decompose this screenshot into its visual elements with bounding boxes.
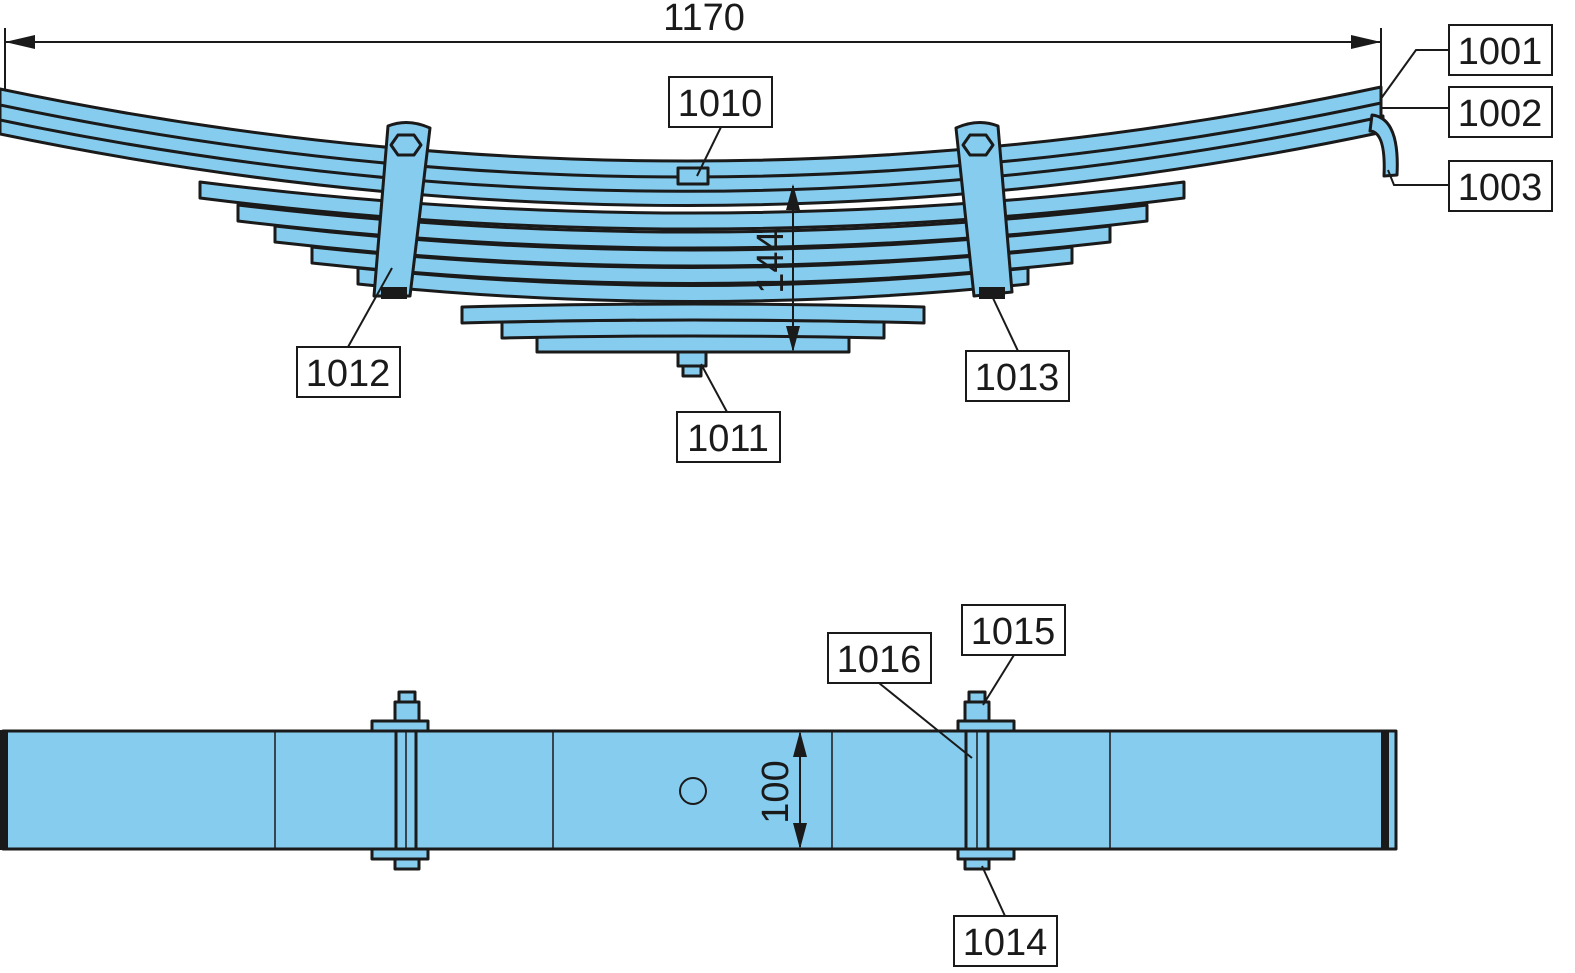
top-view-right-end <box>1381 730 1389 850</box>
label-1010: 1010 <box>668 76 773 128</box>
spring-leaves <box>0 85 1399 354</box>
label-1002: 1002 <box>1448 86 1553 138</box>
height-value: 144 <box>750 230 792 293</box>
centre-bolt-hole <box>679 777 707 805</box>
right-clip-top <box>956 690 1016 871</box>
width-value: 100 <box>755 760 797 823</box>
svg-text:1014: 1014 <box>963 922 1048 964</box>
svg-text:1012: 1012 <box>306 353 391 395</box>
svg-text:1015: 1015 <box>971 611 1056 653</box>
top-view: 100 <box>0 690 1398 871</box>
svg-text:1011: 1011 <box>687 418 769 460</box>
svg-text:1001: 1001 <box>1458 31 1543 73</box>
centre-bolt-head <box>676 166 710 186</box>
centre-bolt <box>676 166 710 378</box>
label-1003: 1003 <box>1448 160 1553 212</box>
right-clip-top-nut <box>963 700 991 723</box>
leaf-8 <box>356 266 1030 303</box>
leaf-4 <box>198 180 1186 231</box>
left-clip-top <box>370 690 430 871</box>
svg-text:1002: 1002 <box>1458 93 1543 135</box>
right-clip-bottom-nut <box>963 857 991 871</box>
leaf-10 <box>500 318 886 340</box>
left-clip-bottom-nut <box>393 857 421 871</box>
left-clip-top-nut <box>393 700 421 723</box>
top-view-spring-body <box>1 729 1398 851</box>
left-clip-bolt-hex <box>389 133 423 157</box>
svg-text:1010: 1010 <box>678 83 763 125</box>
label-1012: 1012 <box>296 346 401 398</box>
right-clip <box>954 121 1014 299</box>
right-clip-band <box>954 121 1014 298</box>
right-clip-bolt-hex <box>961 133 995 157</box>
leaf-6 <box>273 224 1112 268</box>
leaf-11 <box>535 334 851 354</box>
left-clip-band <box>372 121 432 298</box>
svg-text:1003: 1003 <box>1458 167 1543 209</box>
left-clip-lower-bolt <box>381 287 407 299</box>
top-view-left-end <box>0 730 8 850</box>
part-labels: 1001 1002 1003 1010 1011 1012 1013 1015 <box>296 24 1553 967</box>
label-1015: 1015 <box>961 604 1066 656</box>
leaf-3-bent-end <box>1368 113 1399 178</box>
label-1016: 1016 <box>827 632 932 684</box>
leaf-9 <box>460 302 926 325</box>
label-1001: 1001 <box>1448 24 1553 76</box>
height-dimension: 144 <box>750 184 800 352</box>
length-dimension: 1170 <box>4 0 1382 92</box>
left-clip <box>372 121 432 299</box>
length-value: 1170 <box>663 0 745 39</box>
label-1011: 1011 <box>676 411 781 463</box>
svg-text:1016: 1016 <box>837 639 922 681</box>
label-1013: 1013 <box>965 350 1070 402</box>
side-view: 1170 <box>0 0 1399 378</box>
leaf-5 <box>236 203 1149 250</box>
width-dimension: 100 <box>755 731 807 849</box>
leader-lines <box>347 49 1449 917</box>
centre-bolt-end <box>681 364 703 378</box>
label-1014: 1014 <box>953 915 1058 967</box>
svg-text:1013: 1013 <box>975 357 1060 399</box>
